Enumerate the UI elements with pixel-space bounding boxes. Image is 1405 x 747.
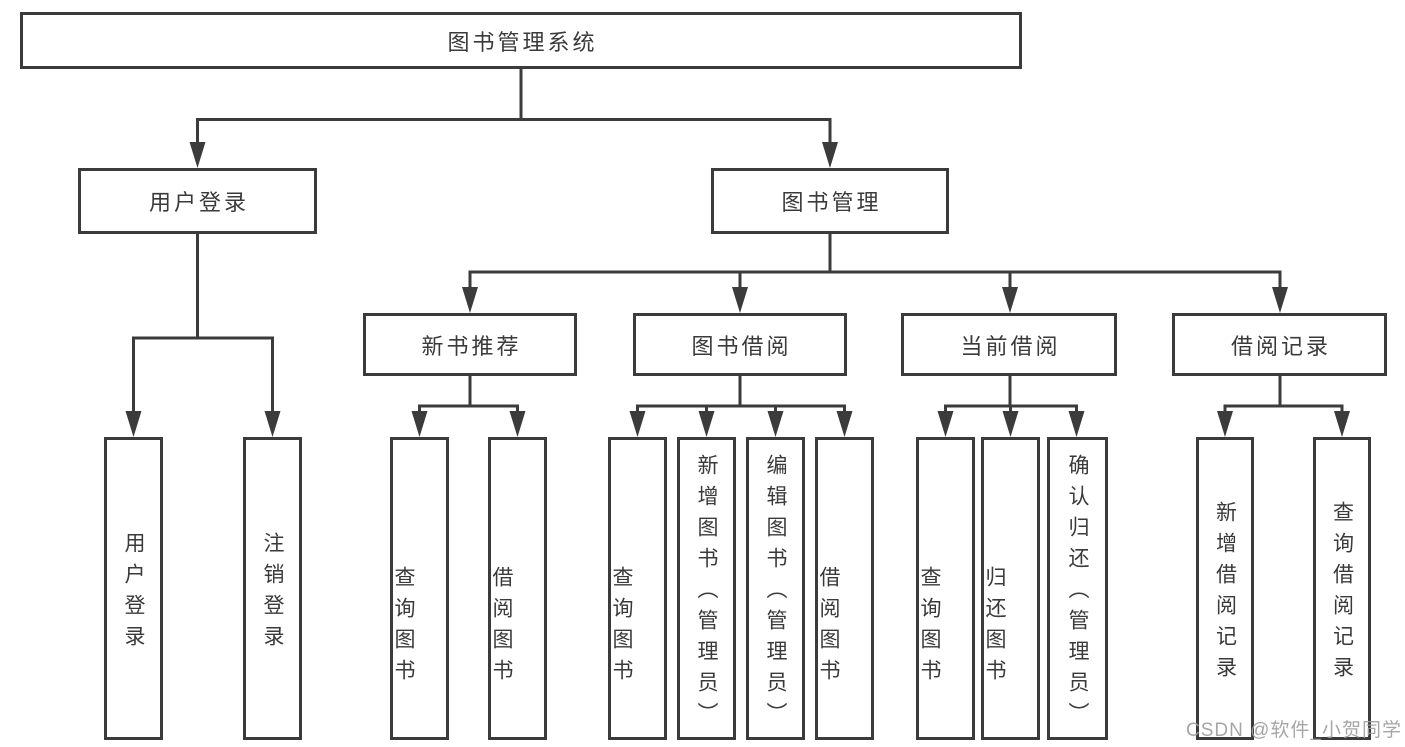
node-book-borrow: 图书借阅 [633,313,847,376]
leaf-query-books-current: 查询图书 [916,437,975,740]
leaf-label: 借阅图书 [490,565,513,690]
node-label: 用户登录 [148,190,249,215]
leaf-label: 新增借阅记录 [1213,500,1237,687]
leaf-label: 查询图书 [392,565,415,690]
leaf-label: 用户登录 [122,531,145,656]
connector-records-rail [1223,404,1344,419]
leaf-add-book-admin: 新增图书（管理员） [677,437,736,740]
node-label: 新书推荐 [421,333,522,359]
node-label: 借阅记录 [1230,333,1331,359]
leaf-edit-book-admin: 编辑图书（管理员） [746,437,805,740]
leaf-label: 归还图书 [983,565,1006,690]
leaf-label: 借阅图书 [817,565,840,690]
leaf-user-login: 用户登录 [104,437,163,740]
node-current-borrow: 当前借阅 [901,313,1117,376]
leaf-label: 查询图书 [918,565,941,690]
leaf-query-books-borrow: 查询图书 [608,437,667,740]
leaf-label: 注销登录 [261,531,284,656]
connector-borrow-rail [636,404,846,419]
connector-login-rail [132,336,274,417]
node-book-management: 图书管理 [711,168,949,234]
node-label: 图书管理系统 [447,29,598,55]
leaf-borrow-books-recommend: 借阅图书 [488,437,547,740]
leaf-query-borrow-record: 查询借阅记录 [1313,437,1371,740]
leaf-label: 查询借阅记录 [1330,500,1354,687]
leaf-label: 新增图书（管理员） [695,454,718,733]
leaf-return-book: 归还图书 [981,437,1040,740]
node-label: 当前借阅 [960,333,1061,359]
node-borrow-records: 借阅记录 [1172,313,1387,376]
node-new-book-recommend: 新书推荐 [363,313,577,376]
node-library-system: 图书管理系统 [20,12,1022,69]
connector-level3-rail [468,270,1282,293]
leaf-label: 确认归还（管理员） [1066,454,1089,733]
leaf-label: 编辑图书（管理员） [764,454,787,733]
leaf-query-books-recommend: 查询图书 [390,437,449,740]
connector-recommend-rail [418,404,519,419]
leaf-logout: 注销登录 [243,437,302,740]
node-user-login: 用户登录 [78,168,317,234]
connector-level2-rail [196,118,832,148]
node-label: 图书管理 [781,190,882,215]
leaf-label: 查询图书 [610,565,633,690]
node-label: 图书借阅 [691,333,792,359]
leaf-confirm-return-admin: 确认归还（管理员） [1047,437,1108,740]
leaf-add-borrow-record: 新增借阅记录 [1196,437,1254,740]
watermark: CSDN @软件_小贺同学 [1186,720,1402,741]
arrowheads [125,142,1350,437]
leaf-borrow-books: 借阅图书 [815,437,874,740]
